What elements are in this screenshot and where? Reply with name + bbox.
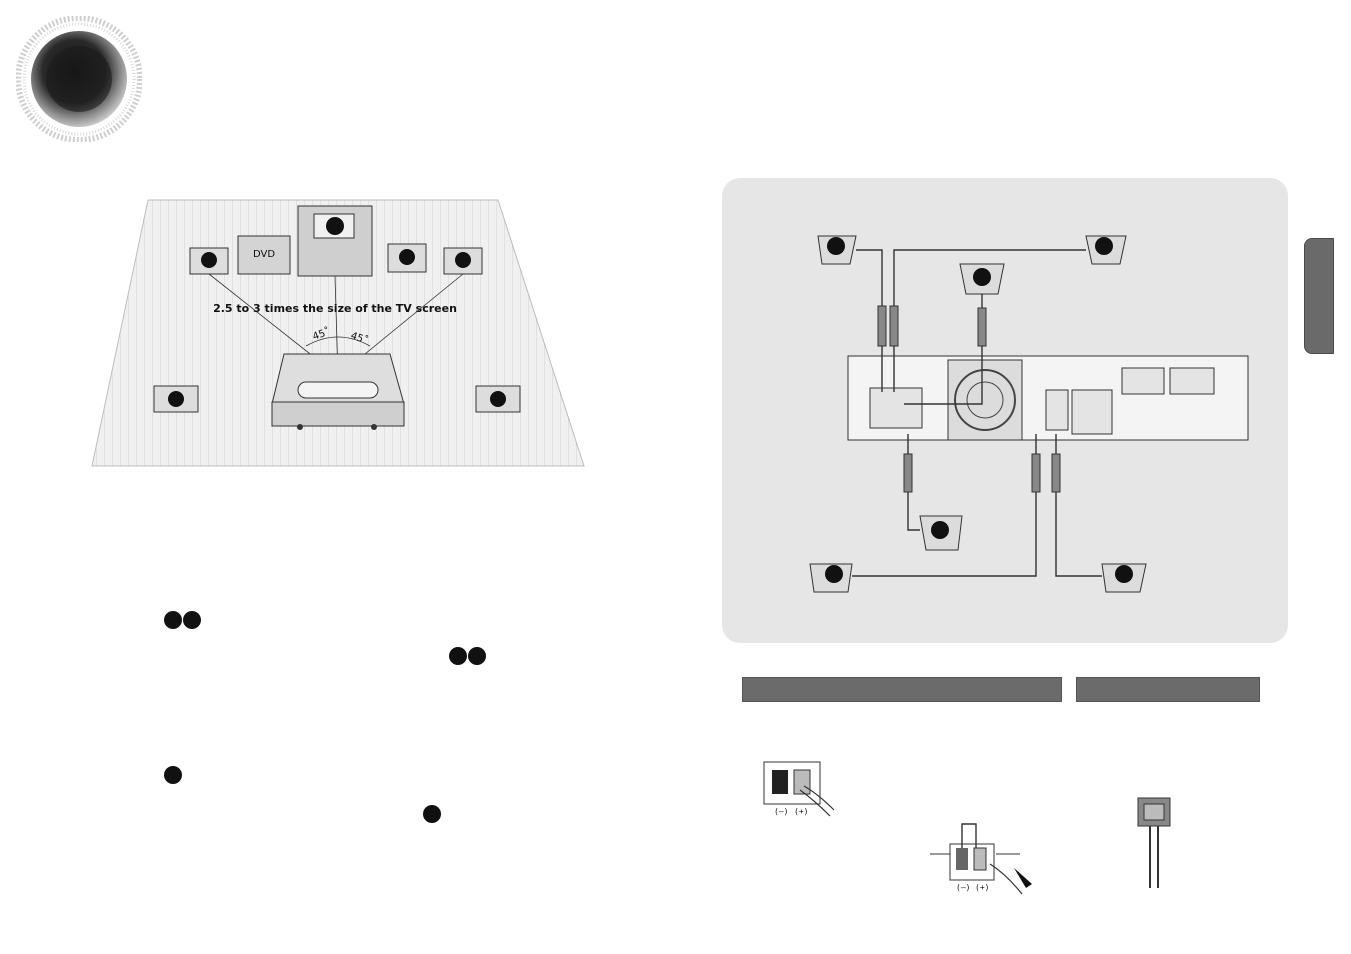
marker-dot bbox=[468, 647, 486, 665]
subwoofer-box bbox=[919, 515, 963, 551]
pos-label: (+) bbox=[794, 807, 808, 816]
neg-label-2: (–) bbox=[956, 883, 970, 892]
tv-center-speaker bbox=[297, 205, 373, 277]
angle-right: 45˚ bbox=[349, 330, 370, 347]
sofa bbox=[271, 353, 405, 430]
side-right-speaker bbox=[443, 247, 483, 275]
front-left-speaker bbox=[189, 247, 229, 275]
rear-right-box bbox=[1101, 563, 1147, 593]
speaker-wiring-diagram bbox=[809, 235, 1249, 593]
speaker-disc-logo bbox=[16, 16, 142, 142]
angle-left: 45˚ bbox=[311, 325, 332, 342]
marker-dot bbox=[183, 611, 201, 629]
dvd-label: DVD bbox=[253, 249, 275, 260]
marker-dot bbox=[423, 805, 441, 823]
neg-label: (–) bbox=[774, 807, 788, 816]
pos-label-2: (+) bbox=[975, 883, 989, 892]
marker-dot bbox=[164, 611, 182, 629]
rear-right-speaker bbox=[475, 385, 521, 413]
marker-dot bbox=[449, 647, 467, 665]
ferrite-core-illustration bbox=[1137, 797, 1171, 888]
section-bar-connect bbox=[742, 677, 1062, 702]
terminal-insert-wire-illustration: (–) (+) bbox=[930, 823, 1032, 895]
speaker-placement-diagram: DVD 45˚ 45˚ 2.5 to 3 times the size of t… bbox=[91, 199, 585, 467]
section-bar-ferrite bbox=[1076, 677, 1260, 702]
terminal-press-illustration: (–) (+) bbox=[763, 761, 835, 817]
rear-left-speaker bbox=[153, 385, 199, 413]
receiver-back-panel bbox=[847, 355, 1249, 441]
front-right-box bbox=[1085, 235, 1127, 265]
distance-caption: 2.5 to 3 times the size of the TV screen bbox=[213, 302, 457, 315]
center-box bbox=[959, 263, 1005, 295]
marker-dot bbox=[164, 766, 182, 784]
chapter-tab bbox=[1304, 238, 1334, 354]
dvd-player: DVD bbox=[237, 235, 291, 275]
front-right-speaker bbox=[387, 243, 427, 273]
rear-left-box bbox=[809, 563, 853, 593]
front-left-box bbox=[817, 235, 857, 265]
